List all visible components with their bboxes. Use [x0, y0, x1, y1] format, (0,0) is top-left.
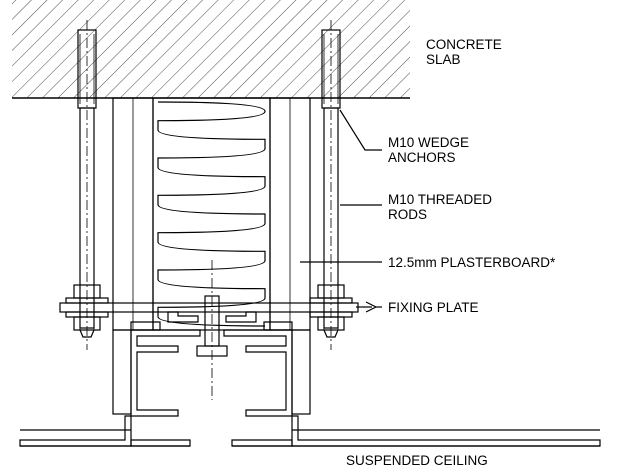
label-plasterboard: 12.5mm PLASTERBOARD* — [388, 255, 556, 270]
nuts-right — [309, 284, 353, 338]
threaded-rod-right — [321, 20, 341, 350]
label-concrete-line1: CONCRETE — [426, 37, 502, 52]
label-fixing-plate: FIXING PLATE — [388, 300, 479, 315]
plasterboard-left — [112, 97, 154, 331]
leader-lines — [300, 109, 382, 313]
label-concrete-line2: SLAB — [426, 52, 461, 67]
label-threaded-rods-line2: RODS — [388, 207, 427, 222]
plasterboard-lower — [112, 329, 311, 415]
label-wedge-anchors-line1: M10 WEDGE — [388, 135, 469, 150]
label-wedge-anchors-line2: ANCHORS — [388, 150, 456, 165]
suspended-ceiling — [20, 429, 600, 447]
threaded-rod-left — [77, 20, 97, 350]
label-suspended-ceiling: SUSPENDED CEILING — [346, 453, 488, 468]
central-bolt — [196, 260, 228, 400]
plasterboard-right — [269, 97, 311, 331]
fixing-plate — [59, 302, 359, 313]
steel-clips — [130, 311, 293, 331]
label-threaded-rods-line1: M10 THREADED — [388, 192, 492, 207]
insulation — [152, 97, 271, 331]
concrete-slab — [12, 0, 410, 99]
